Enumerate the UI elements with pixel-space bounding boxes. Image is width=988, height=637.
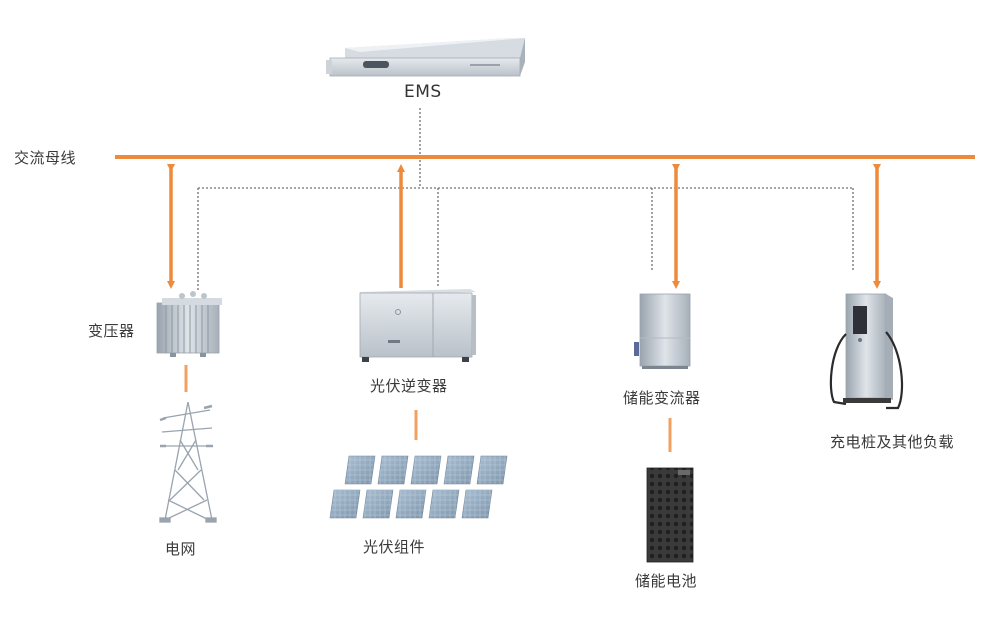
- solar-panel-grid: [330, 490, 360, 518]
- pv-modules-label: 光伏组件: [363, 538, 426, 556]
- pv-inverter-label: 光伏逆变器: [370, 377, 448, 395]
- transmission-tower-icon: [159, 401, 217, 523]
- solar-panel-icon: [329, 455, 508, 519]
- solar-panel-grid: [477, 456, 507, 484]
- solar-panel-grid: [444, 456, 474, 484]
- transformer-label: 变压器: [88, 322, 135, 340]
- battery-label: 储能电池: [635, 572, 698, 590]
- storage-converter-icon: [634, 293, 691, 369]
- solar-panel-grid: [396, 490, 426, 518]
- solar-panel-grid: [378, 456, 408, 484]
- battery-cabinet-icon: [646, 467, 694, 563]
- comm-lines: [197, 108, 854, 290]
- solar-panel-grid: [429, 490, 459, 518]
- power-arrows: [167, 164, 881, 289]
- server-rack-icon: [326, 38, 525, 77]
- charger-label: 充电桩及其他负载: [830, 433, 955, 451]
- solar-panel-grid: [411, 456, 441, 484]
- transformer-icon: [156, 291, 222, 357]
- grid-label: 电网: [165, 540, 197, 558]
- ev-charger-icon: [829, 293, 904, 410]
- inverter-icon: [359, 289, 476, 362]
- solar-panel-grid: [363, 490, 393, 518]
- pcs-label: 储能变流器: [623, 389, 701, 407]
- ems-label: EMS: [404, 82, 442, 102]
- solar-panel-grid: [345, 456, 375, 484]
- link-lines: [184, 365, 672, 452]
- ac-bus-label: 交流母线: [14, 149, 77, 167]
- solar-panel-grid: [462, 490, 492, 518]
